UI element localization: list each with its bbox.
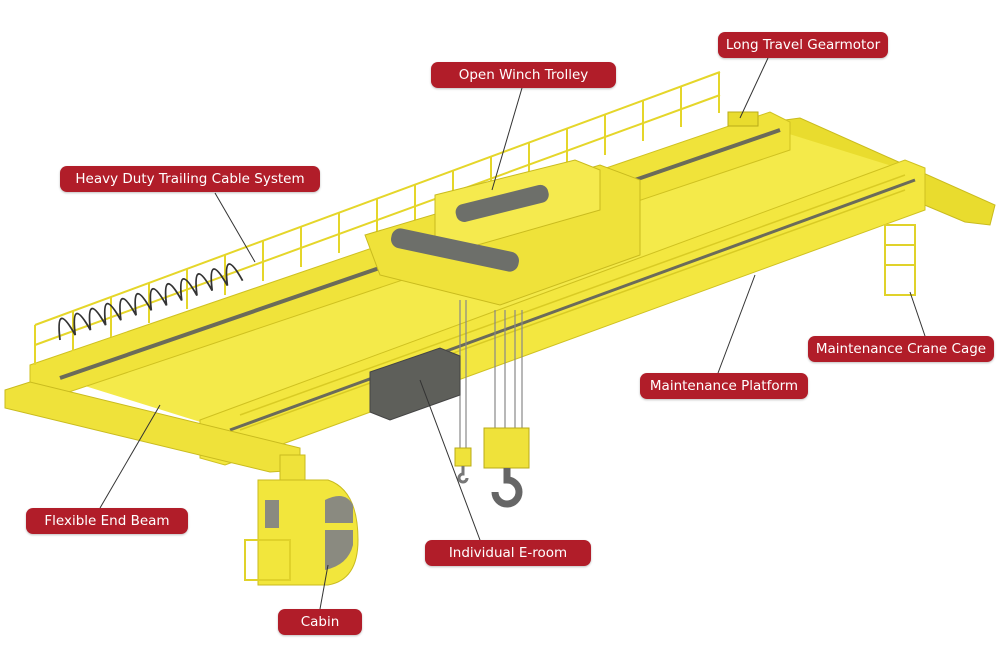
main-hook-block bbox=[483, 427, 530, 469]
maintenance-crane-cage bbox=[884, 224, 916, 296]
label-crane-cage: Maintenance Crane Cage bbox=[808, 336, 994, 362]
winch-trolley bbox=[364, 159, 641, 306]
aux-hook-block bbox=[454, 447, 472, 467]
long-travel-gearmotor bbox=[727, 111, 759, 127]
leader-lines bbox=[99, 57, 926, 610]
label-open-winch-trolley: Open Winch Trolley bbox=[431, 62, 616, 88]
label-maintenance-platform: Maintenance Platform bbox=[640, 373, 808, 399]
main-hook-icon bbox=[491, 468, 523, 508]
trailing-cable bbox=[58, 263, 244, 341]
e-room bbox=[369, 347, 461, 421]
hoist-ropes bbox=[459, 300, 523, 450]
cabin bbox=[244, 454, 359, 586]
label-trailing-cable: Heavy Duty Trailing Cable System bbox=[60, 166, 320, 192]
aux-hook-icon bbox=[457, 466, 469, 484]
label-long-travel-gearmotor: Long Travel Gearmotor bbox=[718, 32, 888, 58]
label-cabin: Cabin bbox=[278, 609, 362, 635]
near-rail bbox=[229, 178, 916, 432]
label-individual-e-room: Individual E-room bbox=[425, 540, 591, 566]
platform-railing bbox=[239, 174, 906, 431]
label-flexible-end-beam: Flexible End Beam bbox=[26, 508, 188, 534]
